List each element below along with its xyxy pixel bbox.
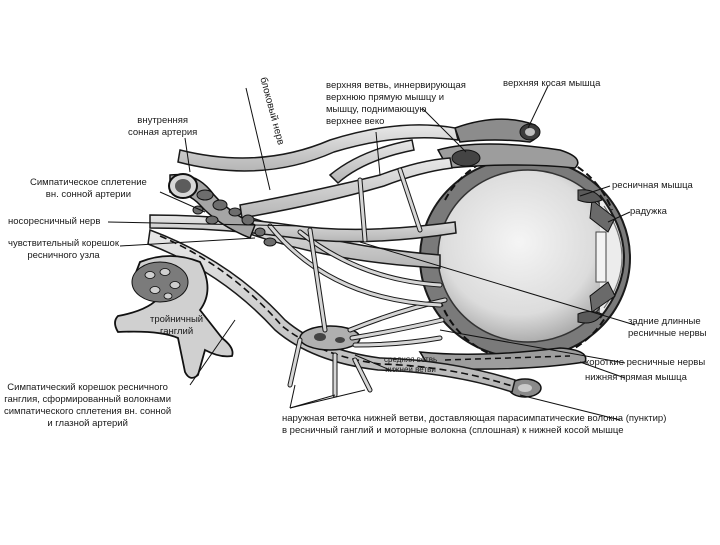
label-inferior-rectus: нижняя прямая мышца — [585, 372, 687, 383]
trochlear-nerve — [177, 124, 459, 172]
label-sympathetic-plexus: Симпатическое сплетение вн. сонной артер… — [30, 177, 147, 200]
sympathetic-plexus — [192, 189, 277, 247]
iris-shape — [589, 199, 616, 313]
superior-oblique-muscle — [454, 118, 541, 143]
inferior-rectus-muscle — [418, 347, 587, 370]
label-ciliary-muscle: ресничная мышца — [612, 180, 693, 191]
label-superior-oblique: верхняя косая мышца — [503, 78, 601, 89]
short-ciliary-nerves — [347, 297, 448, 348]
label-sensory-root: чувствительный корешок ресничного узла — [8, 238, 119, 261]
oculomotor-upper-branch — [239, 139, 453, 219]
leader-lines — [107, 85, 636, 421]
label-middle-branch: средняя ветвь нижней ветви — [384, 355, 438, 374]
superior-rectus-muscle — [436, 143, 579, 169]
label-internal-carotid: внутренняя сонная артерия — [128, 115, 198, 138]
trigeminal-ganglion — [114, 255, 234, 379]
label-sympathetic-root: Симпатический корешок ресничного ганглия… — [4, 382, 172, 429]
label-nasociliary: носоресничный нерв — [8, 216, 101, 227]
label-trigeminal-ganglion: тройничный ганглий — [150, 314, 204, 337]
nasociliary-nerve — [149, 214, 457, 243]
label-iris: радужка — [630, 206, 667, 217]
label-short-ciliary: короткие ресничные нервы — [585, 357, 706, 368]
label-long-ciliary: задние длинные ресничные нервы — [628, 316, 707, 339]
ciliary-muscle-shape — [577, 189, 603, 324]
label-upper-branch: верхняя ветвь, иннервирующая верхнюю пря… — [326, 80, 466, 127]
label-lower-branch: наружная веточка нижней ветви, доставляю… — [282, 413, 667, 436]
connecting-rami — [287, 167, 423, 398]
